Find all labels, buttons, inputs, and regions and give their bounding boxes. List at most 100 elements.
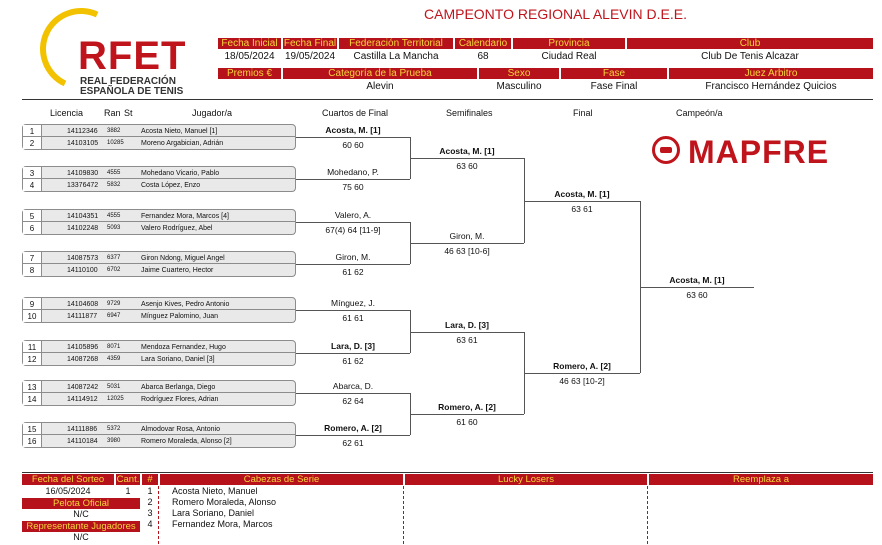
logo-line1: REAL FEDERACIÓN [80,76,176,87]
footer-header-hash: # [142,474,158,485]
player-licence: 14111886 [67,426,98,433]
final-winner: Acosta, M. [1] [554,189,610,199]
qf-line [296,435,410,436]
player-licence: 14087242 [67,384,99,391]
player-licence: 14110100 [67,267,98,274]
header-calendario: Calendario [455,38,511,49]
player-number: 7 [23,252,42,263]
champion-line [640,287,754,288]
rfet-logo: RFET REAL FEDERACIÓN ESPAÑOLA DE TENIS [28,0,198,102]
player-name: Mohedano Vicario, Pablo [141,170,220,177]
qf-line [296,353,410,354]
footer-header-draw-date: Fecha del Sorteo [22,474,114,485]
player-licence: 14114912 [67,396,98,403]
player-name: Asenjo Kives, Pedro Antonio [141,301,230,308]
qf-winner: Giron, M. [335,252,371,262]
col-st: St [124,108,133,118]
champion-score: 63 60 [686,290,708,300]
header-juez: Juez Arbitro [669,68,873,79]
cant-value: 1 [125,486,131,496]
qf-winner: Valero, A. [334,210,372,220]
final-winner: Romero, A. [2] [553,361,611,371]
player-rank: 3882 [107,128,121,134]
value-calendario: 68 [477,51,489,62]
value-provincia: Ciudad Real [541,51,597,62]
final-line [524,373,640,374]
col-final: Final [573,108,593,118]
seed-name: Lara Soriano, Daniel [172,508,255,518]
seed-number: 2 [147,497,153,507]
footer-header-seeds: Cabezas de Serie [160,474,403,485]
sf-score: 46 63 [10-6] [444,246,490,256]
player-number: 15 [23,423,42,434]
header-divider [22,99,873,100]
player-number: 10 [23,310,42,322]
sponsor-name: MAPFRE [688,134,830,170]
footer-header-replace: Reemplaza a [649,474,873,485]
col-champ: Campeón/a [676,108,723,118]
header-fase: Fase [561,68,667,79]
qf-score: 62 61 [342,438,364,448]
player-name: Moreno Argabician, Adrián [141,140,224,147]
col-sf: Semifinales [446,108,493,118]
qf-winner: Lara, D. [3] [331,341,375,351]
seed-name: Fernandez Mora, Marcos [172,519,273,529]
col-qf: Cuartos de Final [322,108,389,118]
header-fecha-inicial: Fecha Inicial [218,38,281,49]
header-club: Club [627,38,873,49]
header-fecha-final: Fecha Final [283,38,337,49]
rep-label: Representante Jugadores [22,521,140,532]
seed-number: 1 [147,486,153,496]
qf-score: 67(4) 64 [11-9] [325,225,381,235]
qf-line [296,310,410,311]
player-number: 1 [23,125,42,136]
qf-line [296,393,410,394]
player-rank: 8071 [107,344,121,350]
player-licence: 14103105 [67,140,99,147]
mapfre-icon [652,136,680,164]
footer-divider [22,472,873,473]
rep-value: N/C [73,532,89,542]
player-number: 11 [23,341,42,352]
player-rank: 3980 [107,438,121,444]
qf-winner: Romero, A. [2] [324,423,382,433]
player-number: 9 [23,298,42,309]
player-name: Rodríguez Flores, Adrian [141,396,219,403]
player-rank: 6377 [107,255,121,261]
player-name: Valero Rodríguez, Abel [141,225,213,232]
qf-line [296,222,410,223]
dash-divider-1 [158,486,159,544]
header-federacion: Federación Territorial [339,38,453,49]
logo-main-text: RFET [78,34,187,78]
value-premios [218,81,281,93]
player-number: 8 [23,264,42,276]
qf-winner: Abarca, D. [332,381,374,391]
sf-score: 63 60 [456,161,478,171]
player-licence: 14109830 [67,170,99,177]
qf-score: 60 60 [342,140,364,150]
player-rank: 5832 [107,182,121,188]
player-rank: 5372 [107,426,121,432]
footer-header-cant: Cant. [116,474,140,485]
player-licence: 13376472 [67,182,99,189]
player-name: Giron Ndong, Miguel Angel [141,255,225,262]
player-number: 5 [23,210,42,221]
qf-score: 61 62 [342,267,364,277]
sf-winner: Acosta, M. [1] [439,146,495,156]
header-premios: Premios € [218,68,281,79]
value-categoria: Alevin [366,81,394,92]
qf-score: 61 61 [342,313,364,323]
player-name: Lara Soriano, Daniel [3] [141,356,215,363]
seed-number: 4 [147,519,153,529]
sf-score: 63 61 [456,335,478,345]
sf-line [410,414,524,415]
seed-number: 3 [147,508,153,518]
player-number: 2 [23,137,42,149]
player-rank: 4555 [107,170,121,176]
value-sexo: Masculino [496,81,542,92]
value-club: Club De Tenis Alcazar [701,51,799,62]
player-rank: 4555 [107,213,121,219]
header-provincia: Provincia [513,38,625,49]
